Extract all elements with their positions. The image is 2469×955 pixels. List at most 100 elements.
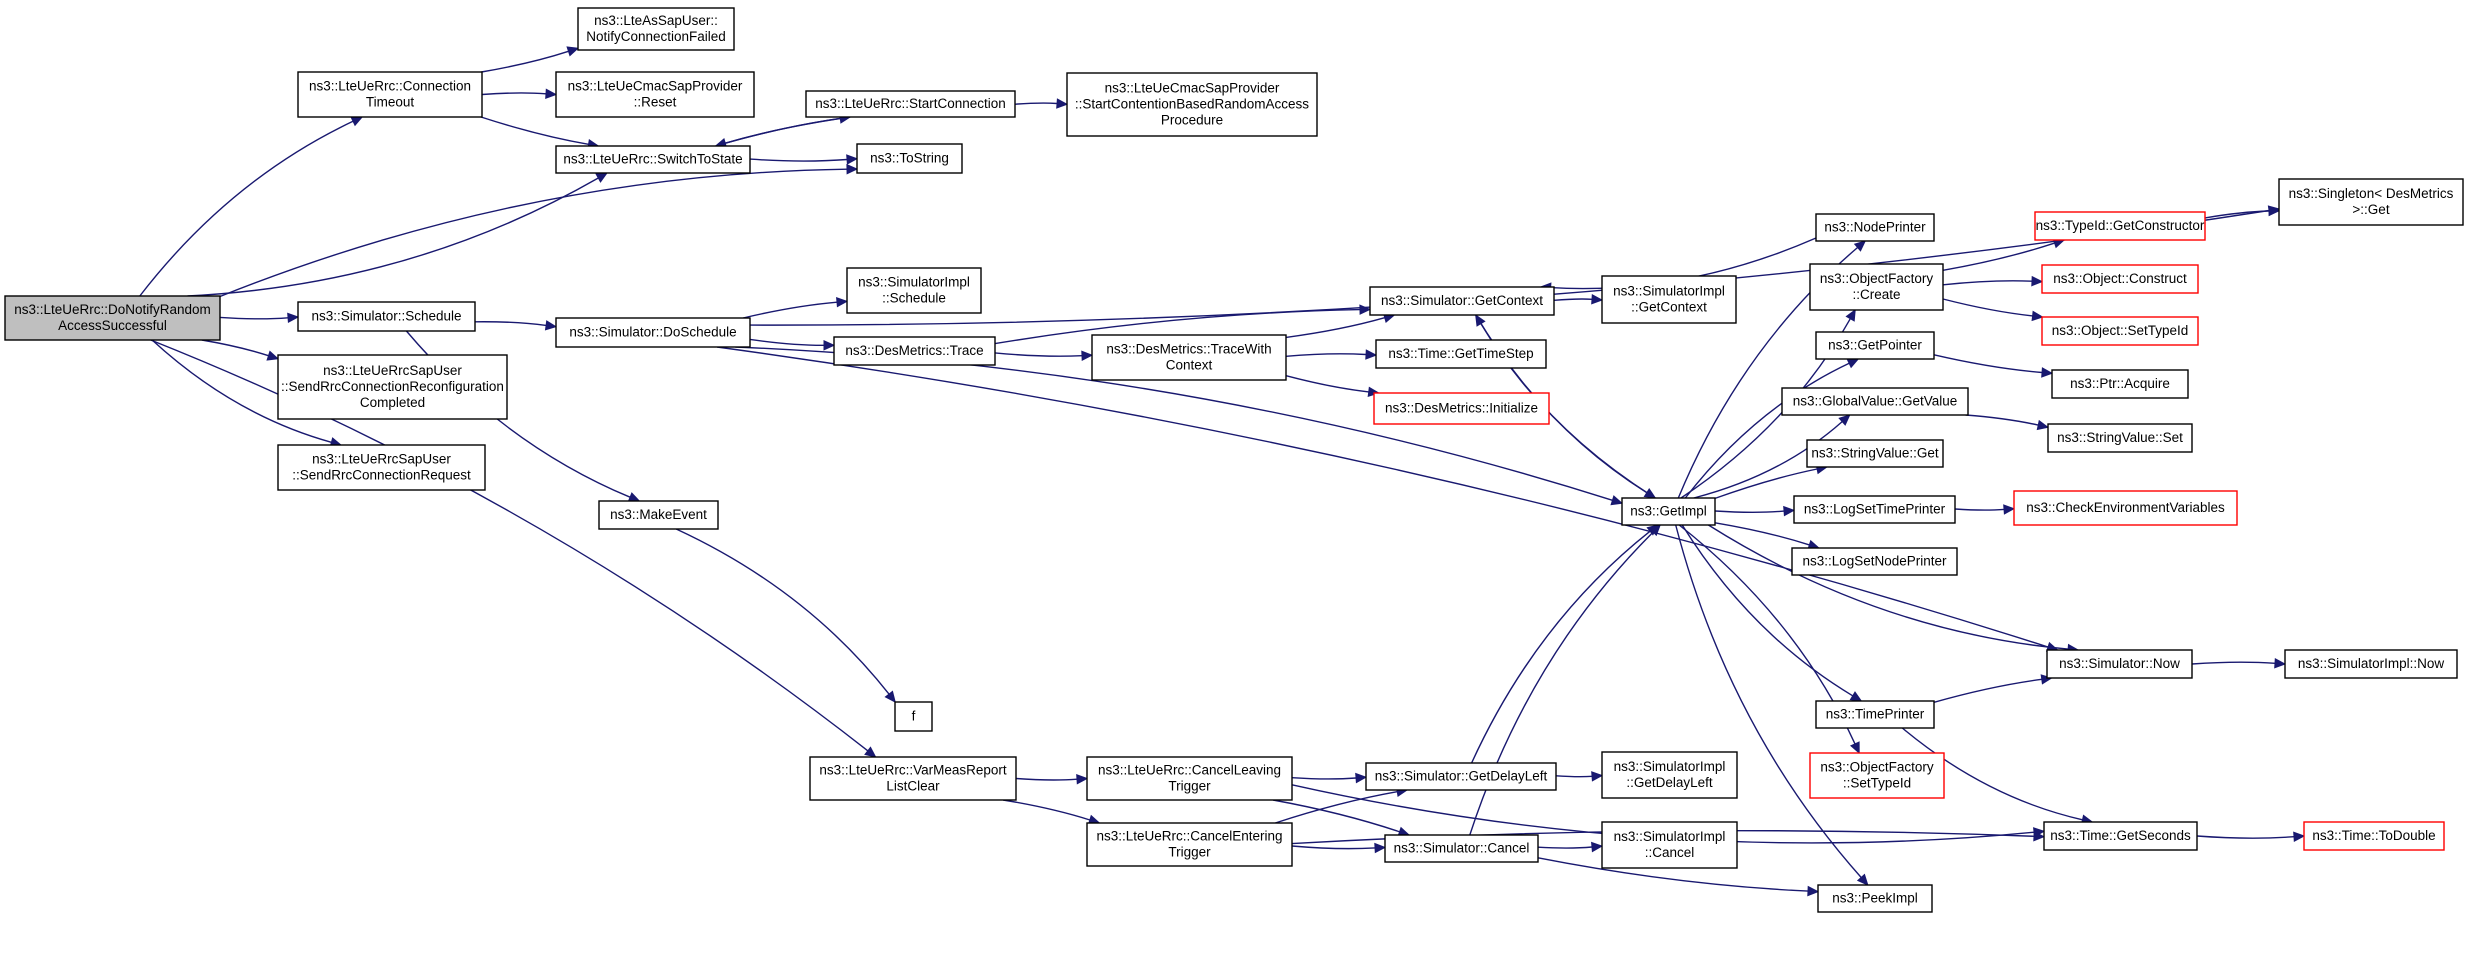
node-cmacReset[interactable]: ns3::LteUeCmacSapProvider::Reset — [555, 71, 755, 118]
node-nodePrinter[interactable]: ns3::NodePrinter — [1815, 213, 1935, 242]
node-label: ::SendRrcConnectionReconfiguration — [281, 379, 504, 394]
node-peekImpl[interactable]: ns3::PeekImpl — [1817, 884, 1933, 913]
node-objFactCreate[interactable]: ns3::ObjectFactory::Create — [1809, 263, 1944, 311]
node-ptrAcquire[interactable]: ns3::Ptr::Acquire — [2051, 369, 2189, 399]
edge-line — [1285, 353, 1367, 357]
node-box — [1809, 263, 1944, 311]
arrow-head-icon — [1374, 842, 1387, 854]
edge-line — [1470, 530, 1651, 764]
node-makeEvent[interactable]: ns3::MakeEvent — [598, 500, 719, 530]
edge-line — [1291, 777, 1357, 780]
node-implNow[interactable]: ns3::SimulatorImpl::Now — [2284, 649, 2458, 679]
node-ofSetTypeId[interactable]: ns3::ObjectFactory::SetTypeId — [1809, 752, 1945, 799]
edge-line — [2196, 835, 2295, 839]
node-switchToState[interactable]: ns3::LteUeRrc::SwitchToState — [555, 145, 751, 174]
node-objConstruct[interactable]: ns3::Object::Construct — [2041, 264, 2199, 294]
arrow-head-icon — [544, 320, 558, 331]
edge-switchToState-to-startConnection — [715, 113, 852, 147]
edge-cancelEntering-to-simCancel — [1291, 842, 1387, 854]
edge-root-to-switchToState — [187, 172, 609, 297]
edge-line — [480, 116, 589, 145]
arrow-head-icon — [2293, 831, 2306, 843]
node-box — [2278, 178, 2464, 226]
node-box — [846, 267, 982, 314]
node-label: ns3::Simulator::Cancel — [1394, 841, 1530, 856]
node-desInit[interactable]: ns3::DesMetrics::Initialize — [1373, 392, 1550, 425]
edge-line — [1272, 799, 1400, 833]
node-toDouble[interactable]: ns3::Time::ToDouble — [2303, 821, 2445, 851]
node-desTrace[interactable]: ns3::DesMetrics::Trace — [833, 336, 996, 366]
node-getPointer[interactable]: ns3::GetPointer — [1815, 331, 1935, 360]
node-doSchedule[interactable]: ns3::Simulator::DoSchedule — [555, 317, 751, 348]
node-getDelayLeft[interactable]: ns3::Simulator::GetDelayLeft — [1365, 762, 1557, 791]
node-implSchedule[interactable]: ns3::SimulatorImpl::Schedule — [846, 267, 982, 314]
node-logSetTime[interactable]: ns3::LogSetTimePrinter — [1793, 495, 1956, 524]
edge-doSchedule-to-desTrace — [749, 338, 836, 351]
node-singletonGet[interactable]: ns3::Singleton< DesMetrics>::Get — [2278, 178, 2464, 226]
node-svGet[interactable]: ns3::StringValue::Get — [1806, 439, 1944, 468]
node-box — [2303, 821, 2445, 851]
node-startContention[interactable]: ns3::LteUeCmacSapProvider::StartContenti… — [1066, 72, 1318, 137]
node-simCancel[interactable]: ns3::Simulator::Cancel — [1384, 834, 1539, 863]
node-timePrinter[interactable]: ns3::TimePrinter — [1815, 700, 1935, 729]
edge-line — [1942, 242, 2055, 271]
arrow-head-icon — [2268, 205, 2281, 217]
node-getImpl[interactable]: ns3::GetImpl — [1621, 497, 1716, 526]
node-gvGetValue[interactable]: ns3::GlobalValue::GetValue — [1781, 387, 1969, 416]
node-label: Completed — [360, 395, 425, 410]
node-label: ns3::LogSetTimePrinter — [1804, 502, 1946, 517]
edge-line — [1714, 522, 1810, 546]
edge-simNow-to-implNow — [2191, 657, 2287, 669]
node-getSeconds[interactable]: ns3::Time::GetSeconds — [2043, 821, 2198, 851]
node-typeIdGetCtor[interactable]: ns3::TypeId::GetConstructor — [2034, 211, 2206, 241]
node-label: ns3::Simulator::DoSchedule — [569, 325, 736, 340]
arrow-head-icon — [823, 340, 836, 351]
node-notifyConnFailed[interactable]: ns3::LteAsSapUser::NotifyConnectionFaile… — [577, 7, 735, 51]
node-sendReconfig[interactable]: ns3::LteUeRrcSapUser::SendRrcConnectionR… — [277, 354, 508, 420]
node-implGetDelayLeft[interactable]: ns3::SimulatorImpl::GetDelayLeft — [1601, 751, 1738, 799]
node-startConnection[interactable]: ns3::LteUeRrc::StartConnection — [805, 90, 1016, 118]
node-simSchedule[interactable]: ns3::Simulator::Schedule — [297, 301, 476, 332]
node-implGetContext[interactable]: ns3::SimulatorImpl::GetContext — [1601, 275, 1737, 324]
node-simNow[interactable]: ns3::Simulator::Now — [2046, 649, 2193, 679]
node-box — [805, 90, 1016, 118]
node-checkEnv[interactable]: ns3::CheckEnvironmentVariables — [2013, 490, 2238, 526]
node-toString[interactable]: ns3::ToString — [856, 143, 963, 174]
node-label: ns3::Time::GetTimeStep — [1388, 346, 1533, 361]
node-getTimeStep[interactable]: ns3::Time::GetTimeStep — [1375, 339, 1547, 369]
edge-logSetTime-to-checkEnv — [1954, 504, 2016, 515]
node-label: ns3::SimulatorImpl — [858, 275, 970, 290]
edge-line — [151, 339, 332, 443]
arrow-head-icon — [1591, 293, 1604, 305]
edge-line — [1285, 375, 1369, 393]
node-label: Timeout — [366, 95, 415, 110]
node-root[interactable]: ns3::LteUeRrc::DoNotifyRandomAccessSucce… — [4, 295, 221, 341]
arrow-head-icon — [545, 88, 558, 100]
node-box — [2043, 821, 2198, 851]
node-implCancel[interactable]: ns3::SimulatorImpl::Cancel — [1601, 821, 1738, 869]
node-logSetNode[interactable]: ns3::LogSetNodePrinter — [1791, 547, 1958, 576]
arrow-head-icon — [1846, 358, 1860, 369]
node-sendRequest[interactable]: ns3::LteUeRrcSapUser::SendRrcConnectionR… — [277, 444, 486, 491]
edge-line — [150, 339, 869, 752]
node-label: ns3::GlobalValue::GetValue — [1793, 394, 1958, 409]
edge-line — [1537, 857, 1809, 892]
node-objSetTypeId[interactable]: ns3::Object::SetTypeId — [2041, 316, 2199, 346]
node-f[interactable]: f — [894, 701, 933, 732]
node-label: ns3::LteUeCmacSapProvider — [1105, 81, 1280, 96]
edge-root-to-toString — [219, 163, 859, 298]
edge-getSeconds-to-toDouble — [2196, 831, 2306, 843]
node-getContext[interactable]: ns3::Simulator::GetContext — [1369, 286, 1555, 316]
edge-line — [1954, 508, 2005, 511]
arrow-head-icon — [864, 746, 877, 758]
edge-line — [1681, 524, 1854, 697]
arrow-head-icon — [1807, 885, 1820, 897]
edge-line — [1942, 280, 2033, 286]
node-svSet[interactable]: ns3::StringValue::Set — [2047, 423, 2193, 453]
